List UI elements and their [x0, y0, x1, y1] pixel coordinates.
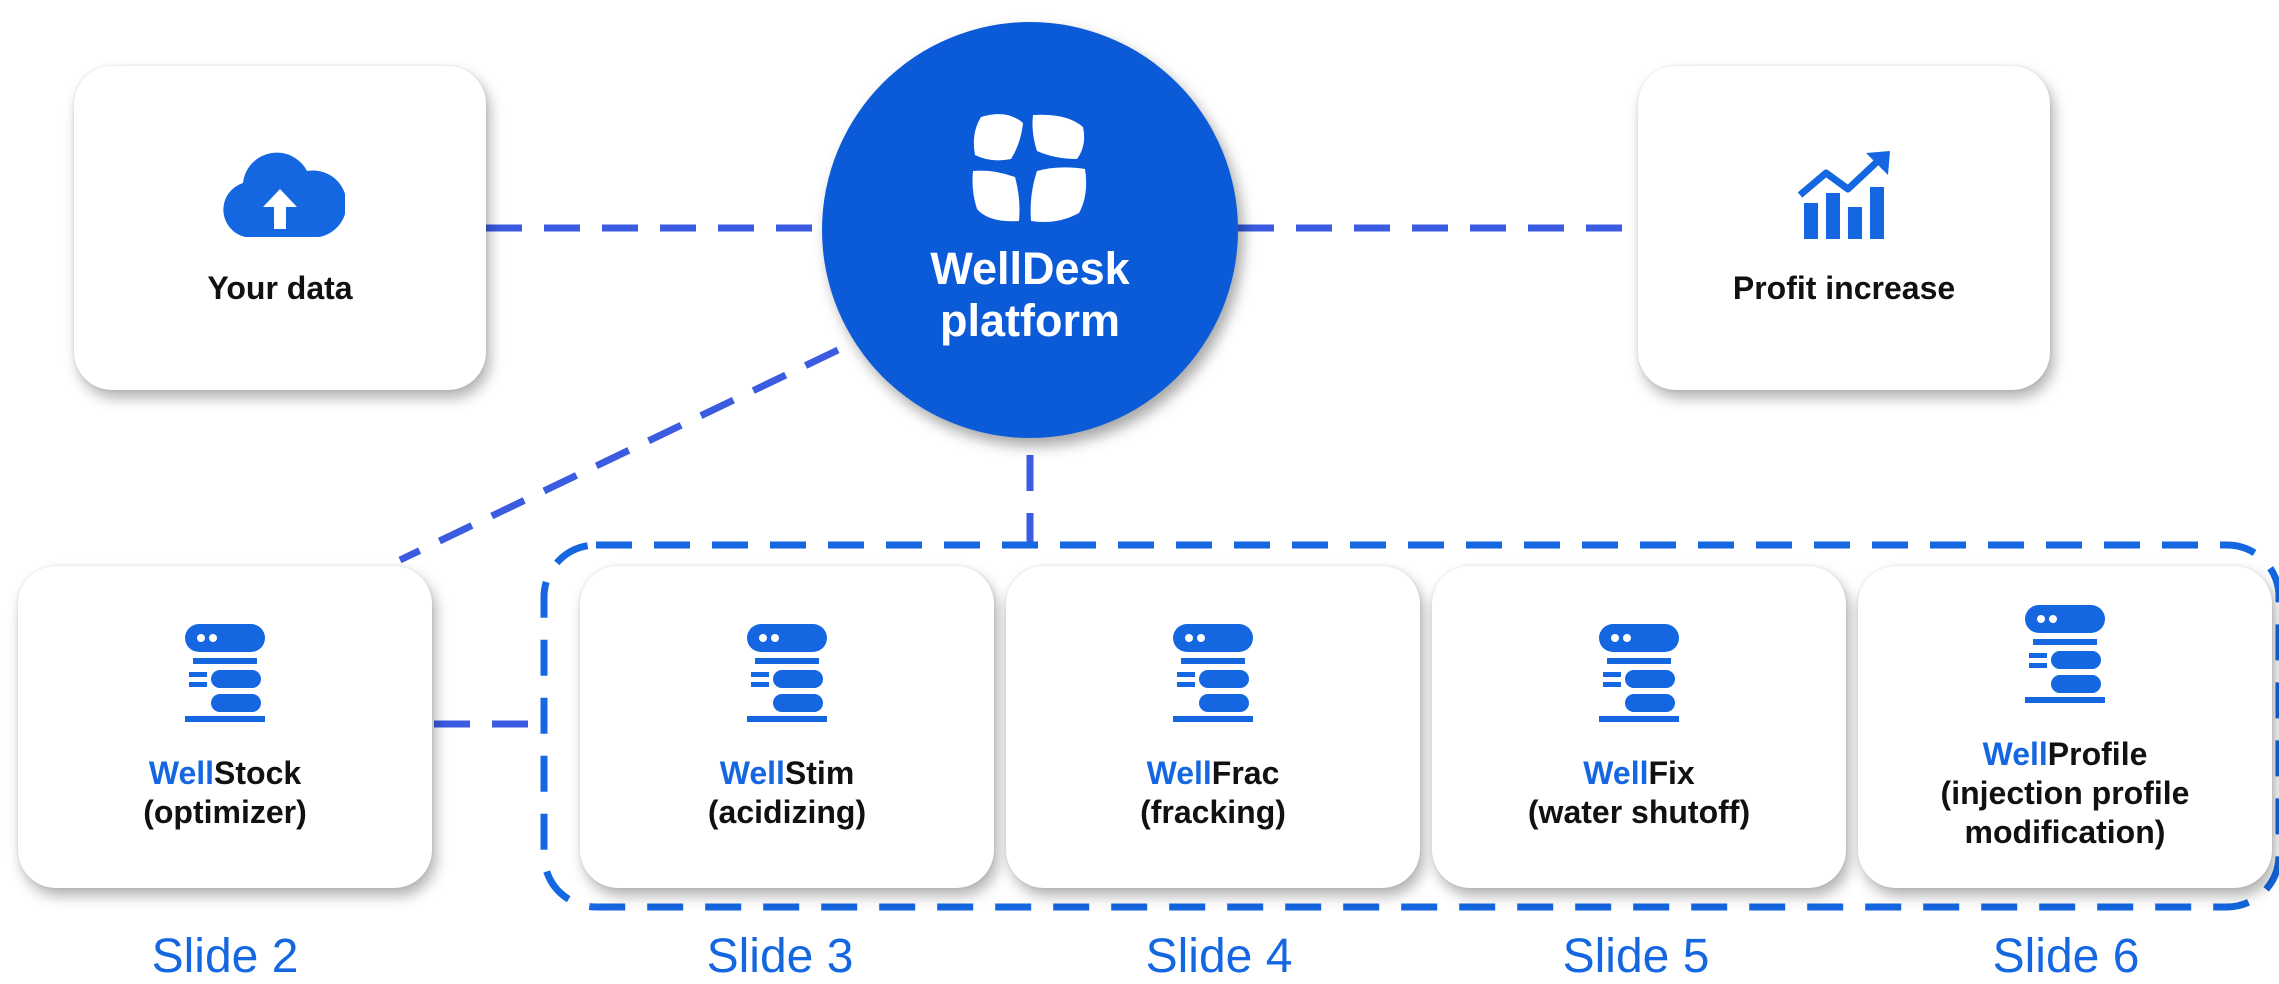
welldesk-logo-icon: [972, 114, 1087, 222]
module-description: (fracking): [1140, 794, 1286, 830]
module-name: Profile: [2047, 735, 2148, 772]
welldesk-hub[interactable]: WellDesk platform: [822, 22, 1238, 438]
your-data-card[interactable]: Your data: [74, 66, 486, 390]
module-description-cont: modification): [1964, 813, 2166, 850]
module-label: WellStim (acidizing): [708, 754, 866, 832]
modules-group-outline: [540, 541, 2279, 911]
server-icon: [1173, 624, 1253, 722]
module-card-wellfix[interactable]: WellFix (water shutoff): [1432, 566, 1846, 888]
module-description: (injection profile: [1940, 774, 2190, 811]
module-prefix: Well: [1982, 735, 2048, 772]
module-name: Stim: [784, 755, 855, 791]
server-icon: [2025, 604, 2105, 703]
slide-link[interactable]: Slide 6: [1992, 930, 2140, 983]
slide-link[interactable]: Slide 3: [706, 930, 854, 983]
growth-chart-icon: [1797, 150, 1890, 239]
module-card-wellfrac[interactable]: WellFrac (fracking): [1006, 566, 1420, 888]
slide-link[interactable]: Slide 4: [1145, 930, 1293, 983]
cloud-upload-icon: [223, 152, 345, 237]
module-prefix: Well: [148, 755, 215, 791]
module-name: Stock: [214, 755, 302, 791]
hub-title-line1: WellDesk: [930, 243, 1130, 294]
profit-increase-card[interactable]: Profit increase: [1638, 66, 2050, 390]
module-label: WellFrac (fracking): [1140, 754, 1286, 832]
server-icon: [747, 624, 827, 722]
module-label: WellFix (water shutoff): [1528, 754, 1750, 832]
module-card-wellstock[interactable]: WellStock (optimizer): [18, 566, 432, 888]
hub-title-line2: platform: [940, 295, 1120, 346]
module-prefix: Well: [719, 755, 785, 791]
module-name: Frac: [1211, 755, 1280, 791]
module-prefix: Well: [1146, 755, 1212, 791]
hub-title: WellDesk platform: [930, 243, 1129, 347]
module-name: Fix: [1648, 755, 1695, 791]
your-data-label: Your data: [207, 269, 353, 306]
module-description: (water shutoff): [1527, 794, 1751, 830]
server-icon: [185, 624, 265, 722]
slide-link[interactable]: Slide 2: [151, 930, 299, 983]
module-description: (acidizing): [707, 794, 867, 830]
module-label: WellStock (optimizer): [143, 754, 307, 832]
module-card-wellstim[interactable]: WellStim (acidizing): [580, 566, 994, 888]
module-description: (optimizer): [143, 794, 307, 830]
server-icon: [1599, 624, 1679, 722]
slide-link[interactable]: Slide 5: [1562, 930, 1710, 983]
connector-hub-to-wellstock: [398, 346, 840, 564]
module-label: WellProfile (injection profile modificat…: [1941, 735, 2190, 852]
profit-increase-label: Profit increase: [1732, 269, 1956, 306]
module-prefix: Well: [1583, 755, 1649, 791]
module-card-wellprofile[interactable]: WellProfile (injection profile modificat…: [1858, 566, 2272, 888]
